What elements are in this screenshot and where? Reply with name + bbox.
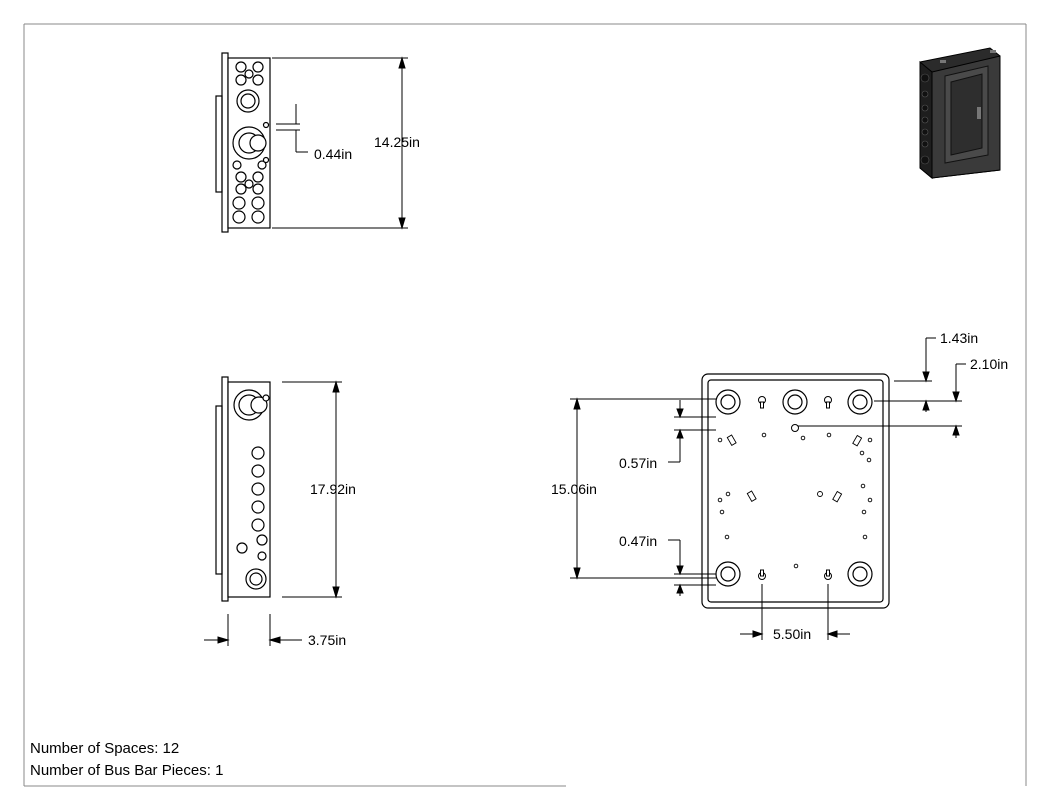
back-view [701,373,890,609]
dim-side2-height: 17.92in [310,481,356,497]
dim-keyhole-spacing: 5.50in [773,626,811,642]
dim-depth: 3.75in [308,632,346,648]
dim-side-height: 14.25in [374,134,420,150]
side-view-bottom [215,376,271,602]
dim-back-height: 15.06in [551,481,597,497]
dimension-top-offsets [798,337,966,438]
dim-top-offset-b: 2.10in [970,356,1008,372]
dim-knockout-spacing-bottom: 0.47in [619,533,657,549]
dimension-side-height [272,56,408,230]
side-view-top [215,52,271,233]
dimension-back-height [570,397,716,580]
dim-top-offset-a: 1.43in [940,330,978,346]
dimension-knockout-spacing-top [668,400,716,463]
dimension-keyhole-spacing [740,584,850,640]
busbar-note: Number of Bus Bar Pieces: 1 [30,762,224,779]
dim-knockout-offset: 0.44in [314,146,352,162]
dimension-side2-height [282,380,342,599]
isometric-thumbnail [919,47,1001,180]
dim-knockout-spacing-top: 0.57in [619,455,657,471]
sheet-border [23,23,1027,787]
dimension-knockout-spacing-bottom [668,539,716,596]
dimension-depth [204,614,302,646]
spaces-note: Number of Spaces: 12 [30,740,180,757]
dimension-knockout-offset [276,104,308,153]
